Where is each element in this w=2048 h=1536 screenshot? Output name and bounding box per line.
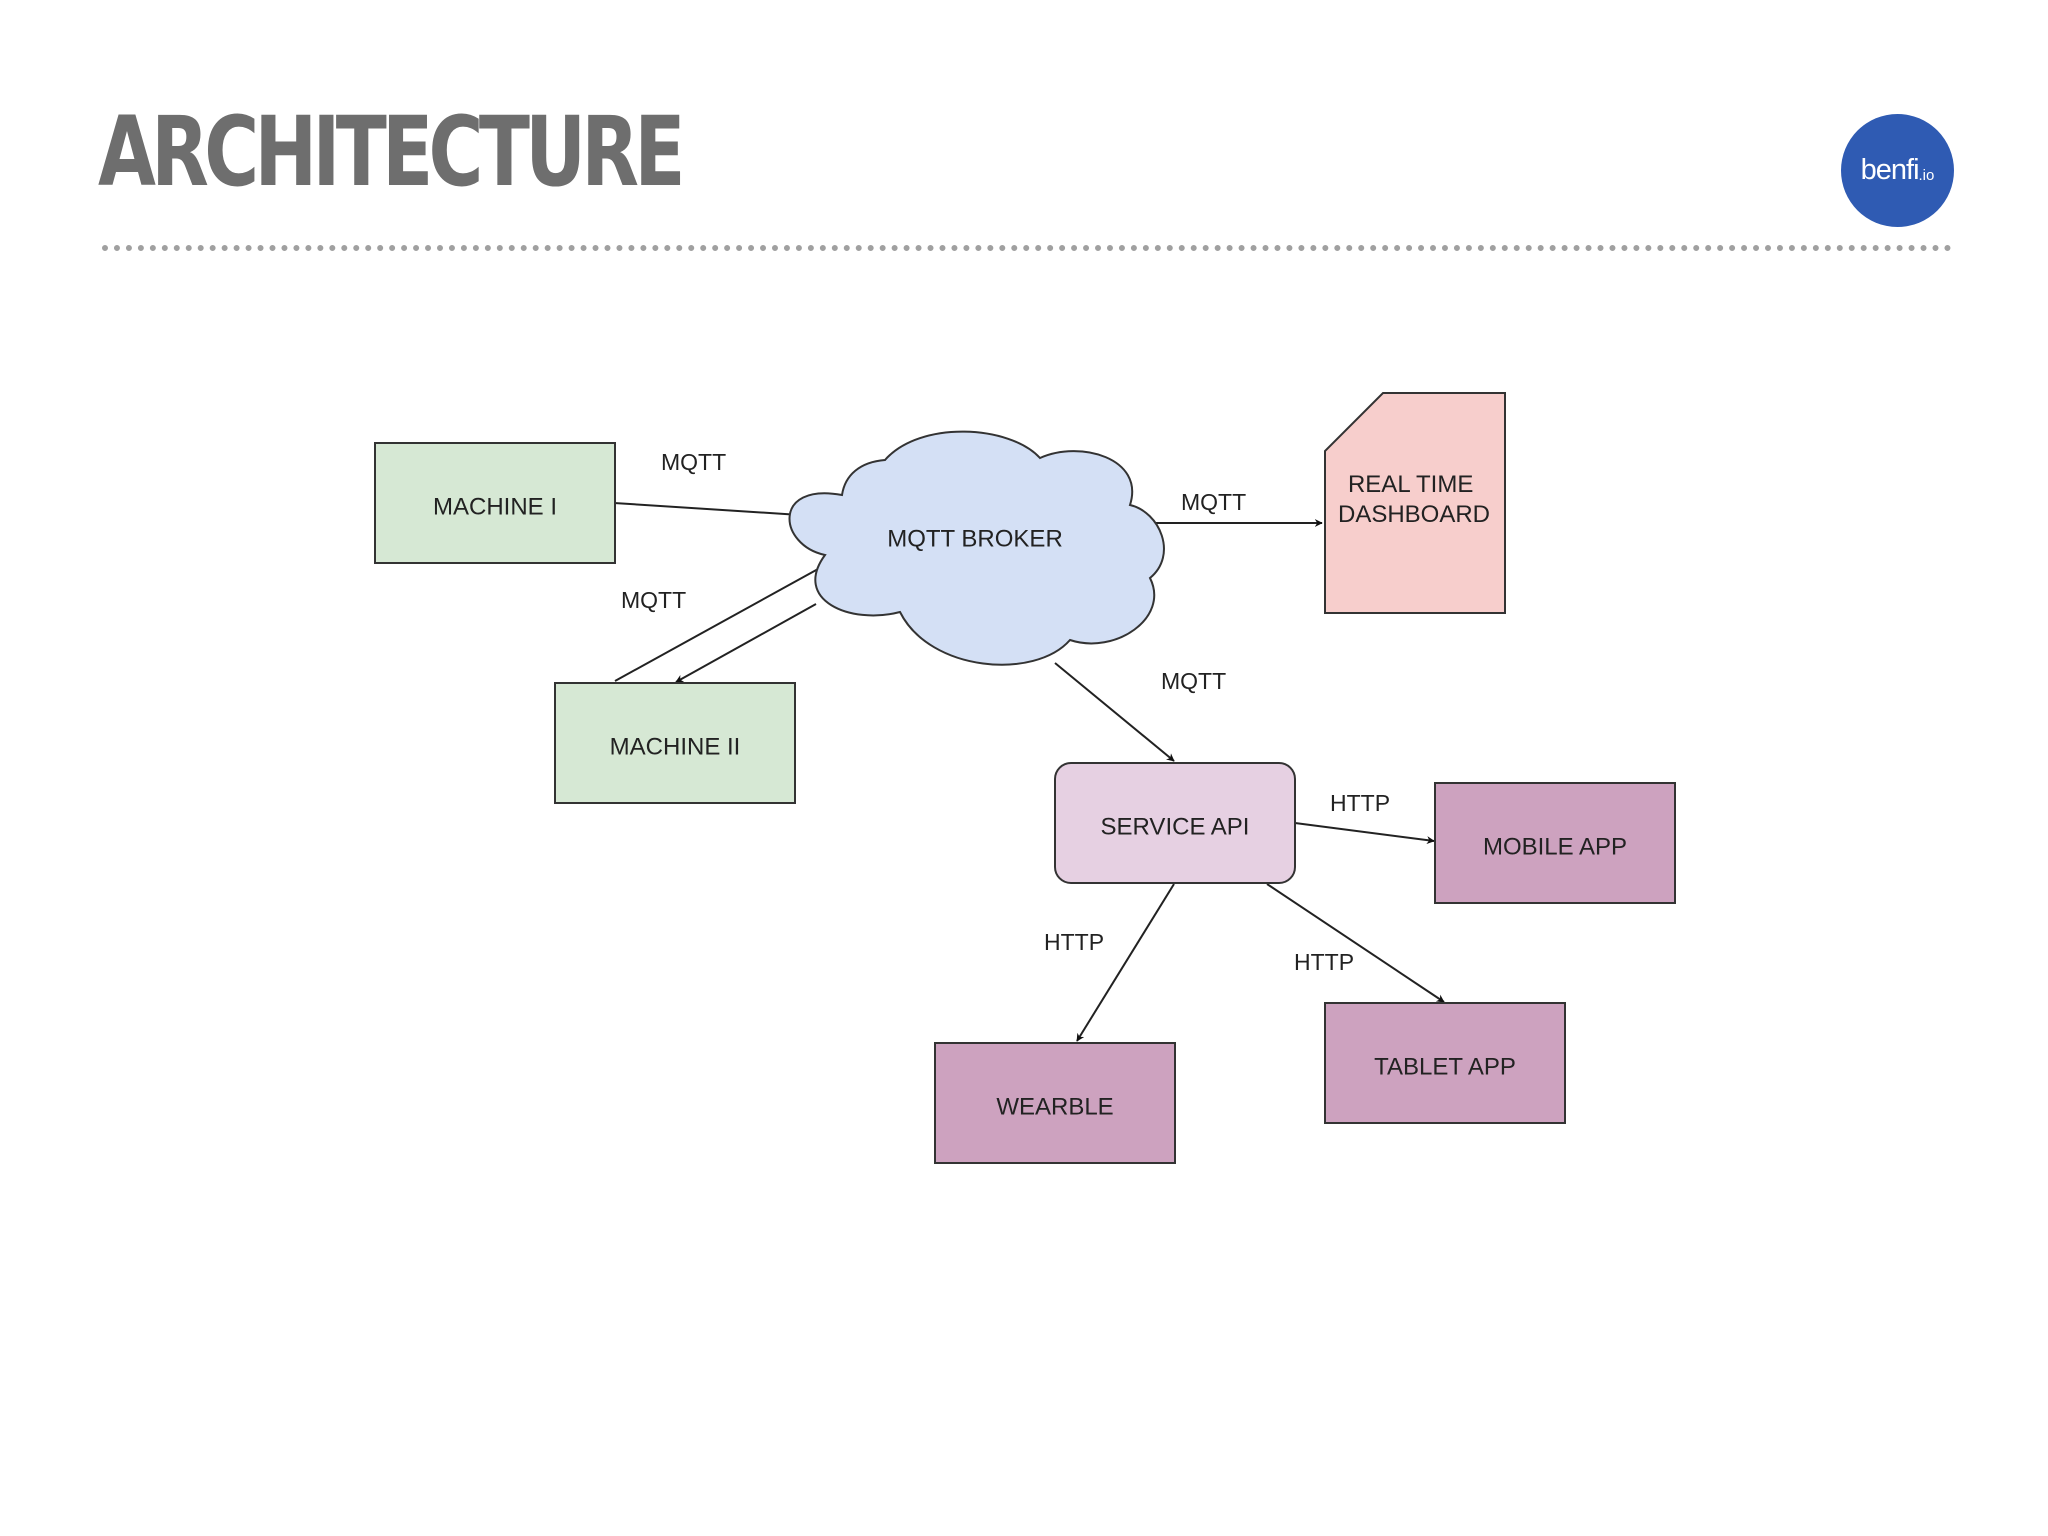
dashboard-line-1: REAL TIME (1348, 471, 1473, 498)
logo-suffix: .io (1918, 167, 1935, 184)
edge-broker-dashboard: MQTT (1138, 489, 1323, 527)
node-tablet-app: TABLET APP (1324, 1002, 1566, 1124)
slide-title: ARCHITECTURE (98, 96, 685, 208)
node-mqtt-broker: MQTT BROKER (788, 430, 1165, 666)
edge-machine1-broker: MQTT (613, 449, 801, 519)
edge-label-tablet: HTTP (1294, 949, 1354, 975)
node-machine-2: MACHINE II (554, 682, 796, 804)
edge-service-mobile: HTTP (1294, 790, 1435, 845)
node-real-time-dashboard: REAL TIME DASHBOARD (1324, 392, 1506, 614)
benfi-logo: benfi.io (1841, 114, 1954, 227)
title-divider (102, 245, 1952, 251)
edge-service-tablet: HTTP (1266, 883, 1445, 1003)
node-label-mobile-app: MOBILE APP (1483, 833, 1627, 860)
dashboard-line-2: DASHBOARD (1338, 501, 1490, 528)
node-label-machine-2: MACHINE II (610, 733, 741, 760)
node-mobile-app: MOBILE APP (1434, 782, 1676, 904)
edge-label-machine1: MQTT (661, 449, 726, 475)
node-label-dashboard: REAL TIME DASHBOARD (1338, 471, 1490, 528)
edge-broker-service: MQTT (1054, 662, 1226, 762)
logo-text: benfi (1860, 154, 1920, 186)
edge-label-dashboard: MQTT (1181, 489, 1246, 515)
edge-label-machine2: MQTT (621, 587, 686, 613)
edge-label-mobile: HTTP (1330, 790, 1390, 816)
node-service-api: SERVICE API (1054, 762, 1296, 884)
node-label-wearable: WEARBLE (996, 1093, 1113, 1120)
edge-label-wearable: HTTP (1044, 929, 1104, 955)
node-label-broker: MQTT BROKER (887, 525, 1063, 552)
node-label-tablet-app: TABLET APP (1374, 1053, 1516, 1080)
edge-service-wearable: HTTP (1044, 883, 1175, 1042)
node-machine-1: MACHINE I (374, 442, 616, 564)
node-label-machine-1: MACHINE I (433, 493, 557, 520)
edge-label-service: MQTT (1161, 668, 1226, 694)
edge-machine2-broker: MQTT (614, 557, 839, 683)
node-wearable: WEARBLE (934, 1042, 1176, 1164)
node-label-service-api: SERVICE API (1101, 813, 1250, 840)
cloud-shape (788, 430, 1165, 666)
